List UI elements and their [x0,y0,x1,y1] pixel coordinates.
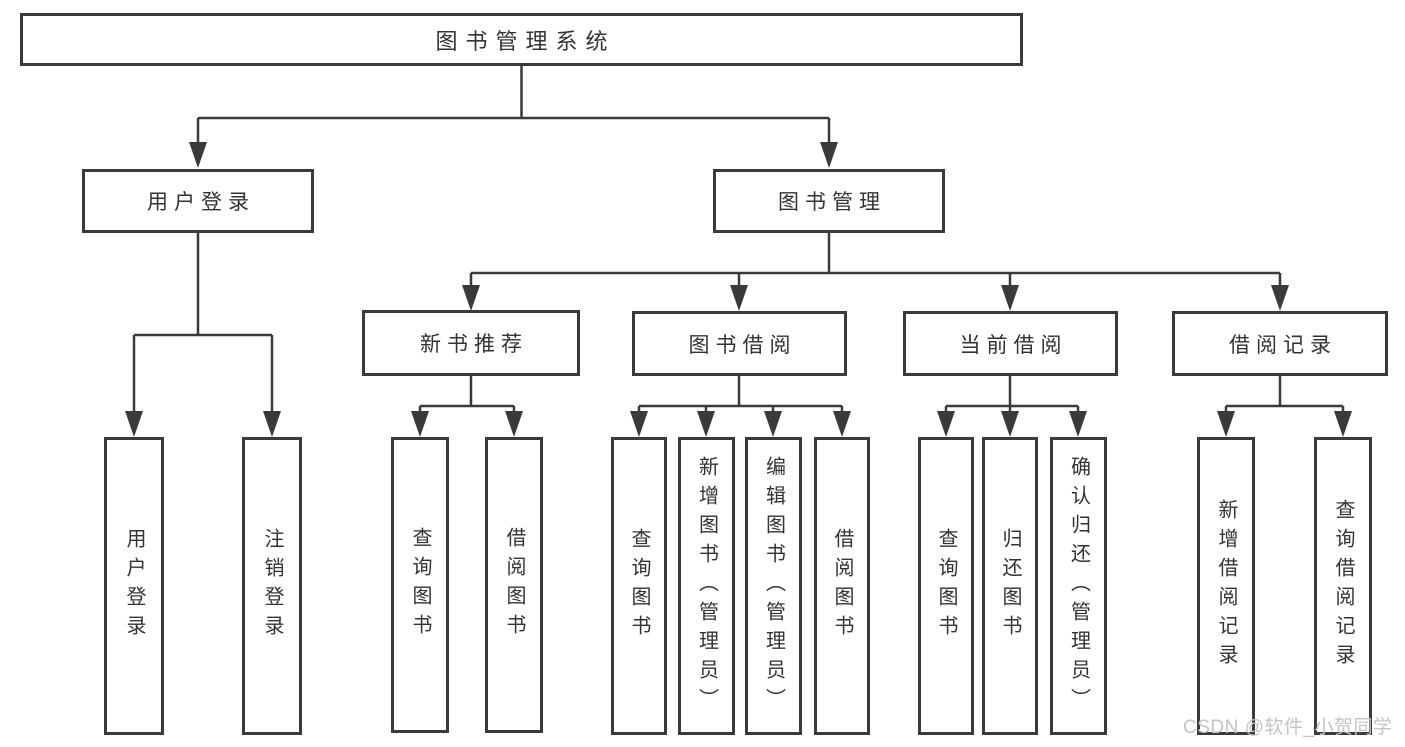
arrowhead [263,411,281,437]
arrowhead [630,411,648,437]
leaf-records-add-record: 新增借阅记录 [1197,437,1255,735]
arrowhead [1001,411,1019,437]
leaf-logout: 注销登录 [242,437,302,735]
node-book-borrow: 图书借阅 [632,311,847,376]
leaf-records-query-record: 查询借阅记录 [1314,437,1372,735]
leaf-borrow-add-books-admin: 新增图书（管理员） [678,437,735,735]
arrowhead [697,411,715,437]
arrowhead [1001,285,1019,311]
arrowhead [730,285,748,311]
connector-root [196,66,831,143]
arrowhead [1069,411,1087,437]
arrowhead [1334,411,1352,437]
arrowhead [411,411,429,437]
connector-borrow-records [1224,376,1345,413]
leaf-borrow-edit-books-admin: 编辑图书（管理员） [745,437,802,735]
arrowhead [1271,285,1289,311]
arrowhead [125,411,143,437]
node-root: 图书管理系统 [20,13,1023,66]
connector-current-borrow [944,376,1080,413]
arrowhead [1217,411,1235,437]
arrowhead [505,411,523,437]
leaf-current-query-books: 查询图书 [918,437,974,735]
node-borrow-records: 借阅记录 [1172,311,1388,376]
leaf-borrow-borrow-books: 借阅图书 [814,437,870,735]
node-book-mgmt: 图书管理 [713,169,945,233]
connector-book-borrow [637,376,844,413]
arrowhead [937,411,955,437]
connector-new-book-rec [418,375,516,413]
arrowhead [833,411,851,437]
node-user-login: 用户登录 [82,169,314,233]
leaf-borrow-query-books: 查询图书 [611,437,667,735]
node-current-borrow: 当前借阅 [903,311,1118,376]
connector-book-mgmt [469,233,1282,287]
arrowhead [764,411,782,437]
connector-user-login [132,233,274,412]
arrowhead [820,142,838,168]
leaf-newrec-borrow-books: 借阅图书 [485,437,543,733]
watermark: CSDN @软件_小贺同学 [1183,717,1393,738]
leaf-newrec-query-books: 查询图书 [391,437,449,733]
node-new-book-rec: 新书推荐 [362,310,580,376]
arrowhead [462,285,480,311]
leaf-current-return-books: 归还图书 [982,437,1038,735]
leaf-user-login: 用户登录 [104,437,164,735]
arrowhead [189,142,207,168]
leaf-current-confirm-return-admin: 确认归还（管理员） [1050,437,1107,735]
